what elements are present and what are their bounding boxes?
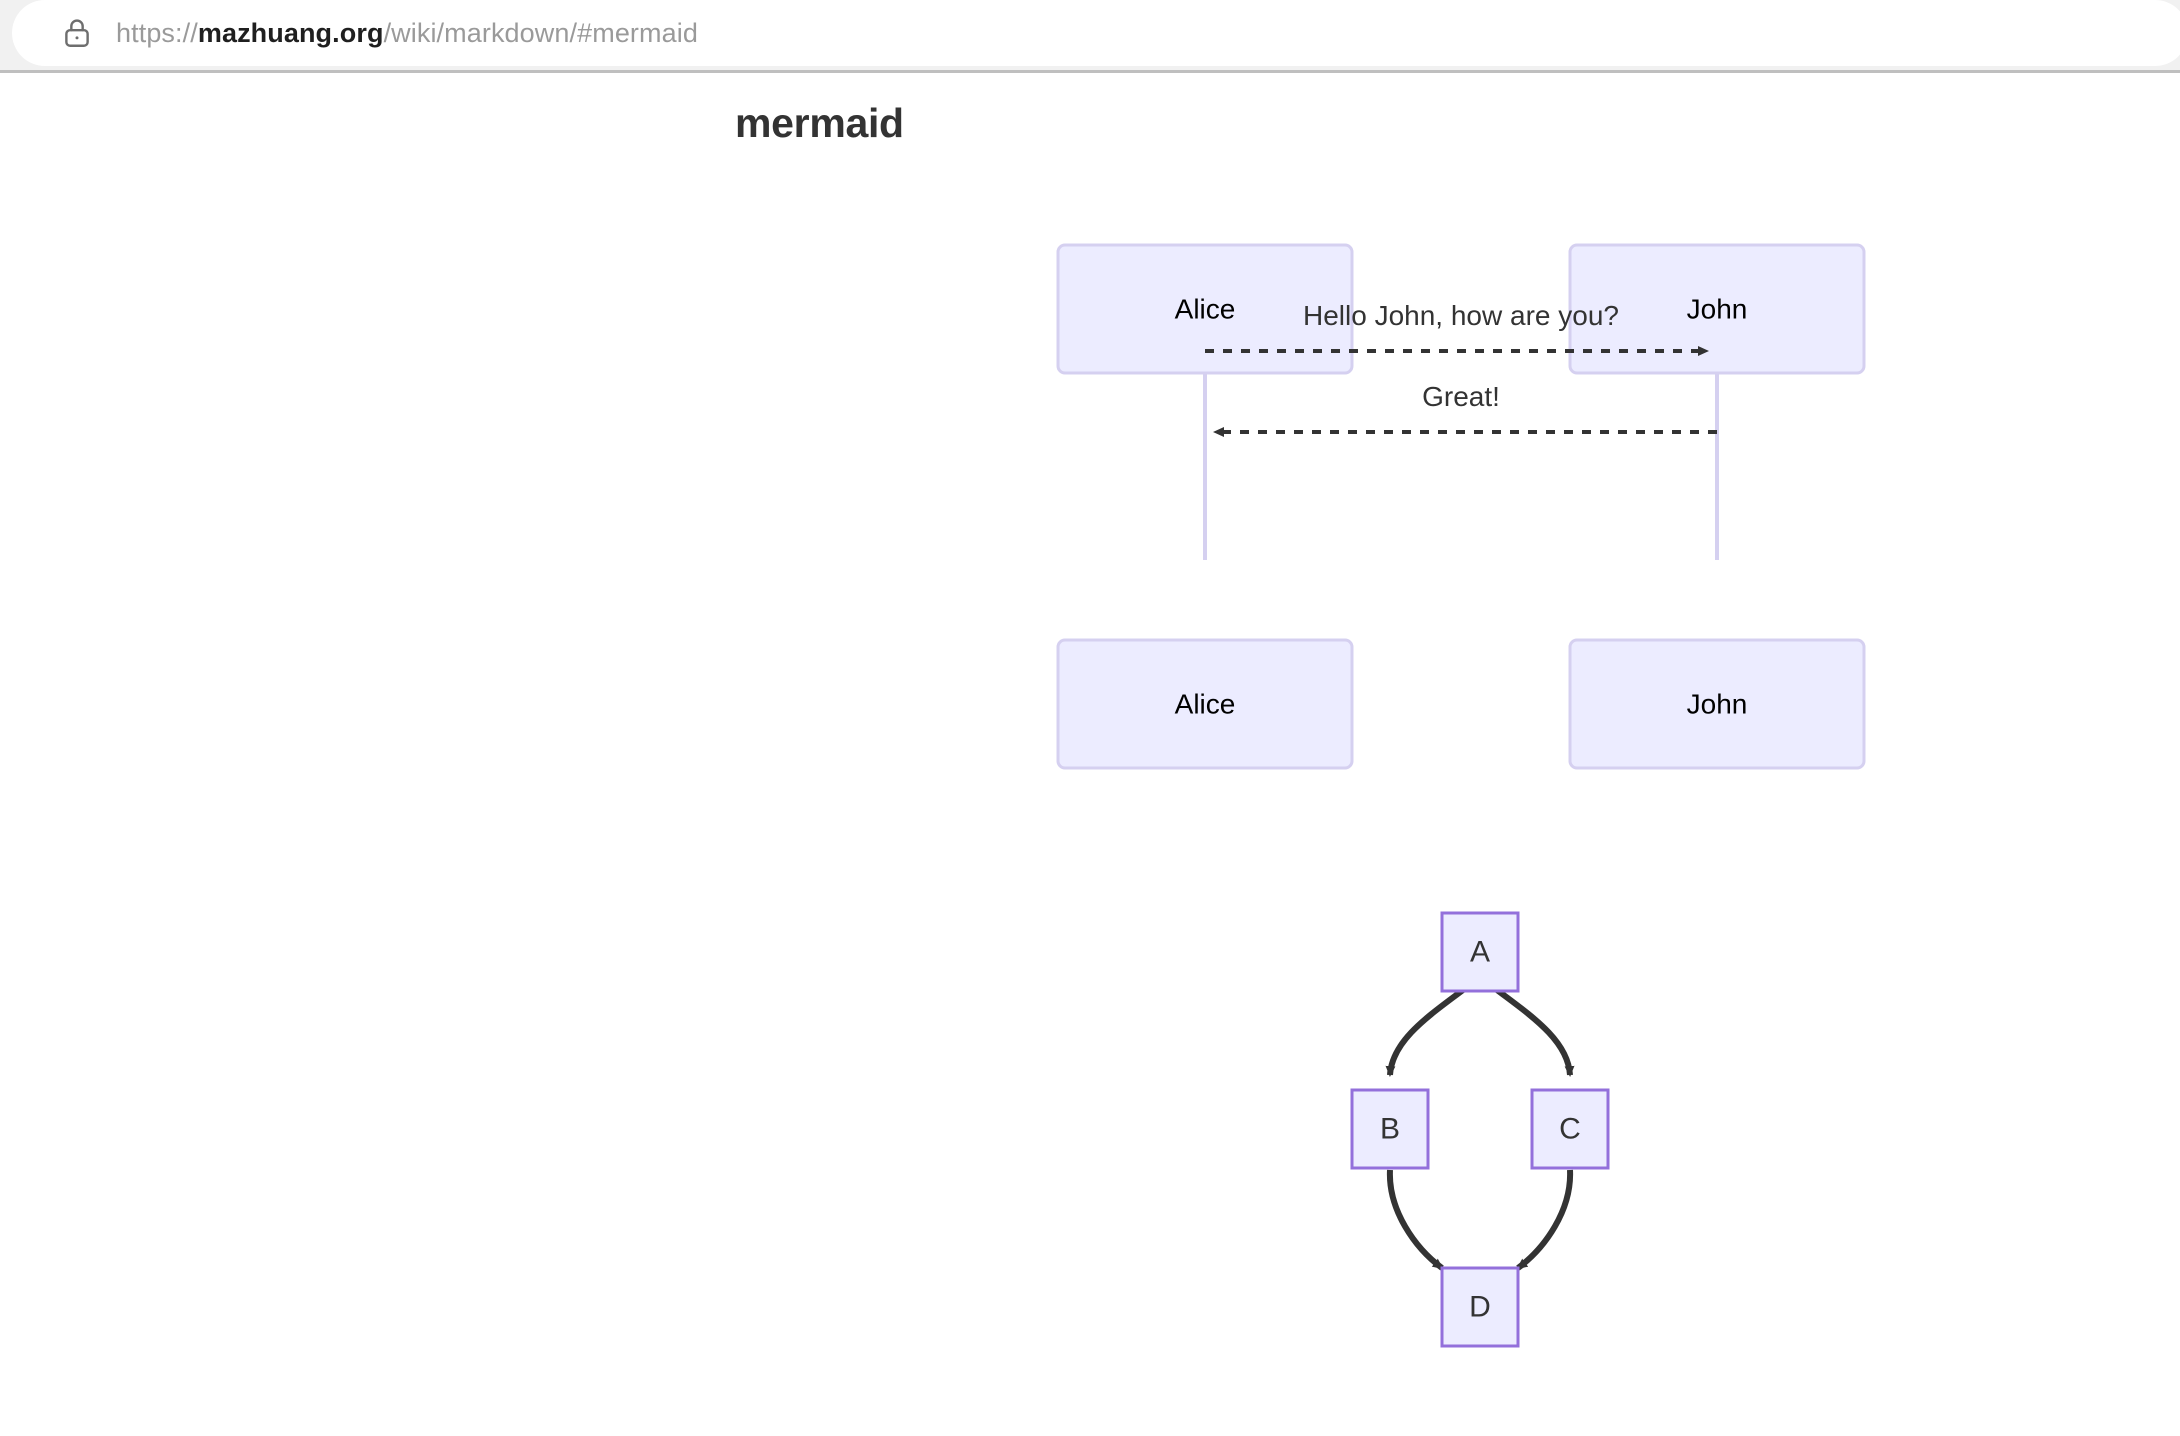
actor-box-alice-bottom	[1056, 638, 1354, 770]
flow-node-label-b: B	[1380, 1113, 1400, 1146]
actor-label-alice-bottom: Alice	[1175, 688, 1236, 719]
actor-box-john-bottom	[1568, 638, 1866, 770]
flow-node-c	[1530, 1088, 1610, 1170]
browser-chrome: https://mazhuang.org/wiki/markdown/#merm…	[0, 0, 2180, 73]
flow-node-label-a: A	[1470, 936, 1490, 969]
edge-c-d	[1516, 1169, 1574, 1271]
actor-label-john-top: John	[1687, 293, 1748, 324]
actor-box-alice-top	[1056, 243, 1354, 375]
edge-a-c	[1495, 987, 1575, 1077]
actor-box-john-top	[1568, 243, 1866, 375]
message-label-2: Great!	[1422, 381, 1500, 412]
edge-a-b	[1385, 987, 1465, 1077]
url-scheme: https://	[116, 18, 198, 48]
lock-icon	[60, 16, 94, 50]
flow-node-a	[1440, 911, 1520, 993]
flowchart-diagram: A B C D	[1330, 890, 1630, 1370]
url-text: https://mazhuang.org/wiki/markdown/#merm…	[116, 0, 698, 66]
page-title: mermaid	[735, 100, 904, 146]
url-host: mazhuang.org	[197, 18, 384, 48]
sequence-diagram: Alice John Alice John Hello John, how ar…	[1040, 230, 1920, 790]
address-bar[interactable]: https://mazhuang.org/wiki/markdown/#merm…	[12, 0, 2180, 66]
message-label-1: Hello John, how are you?	[1303, 300, 1619, 331]
flow-node-label-d: D	[1469, 1291, 1491, 1324]
flow-node-d	[1440, 1266, 1520, 1348]
flow-node-label-c: C	[1559, 1113, 1581, 1146]
actor-label-alice-top: Alice	[1175, 293, 1236, 324]
edge-b-d	[1386, 1169, 1444, 1271]
flow-node-b	[1350, 1088, 1430, 1170]
url-path: /wiki/markdown/#mermaid	[383, 18, 698, 48]
actor-label-john-bottom: John	[1687, 688, 1748, 719]
chrome-separator	[0, 70, 2180, 73]
